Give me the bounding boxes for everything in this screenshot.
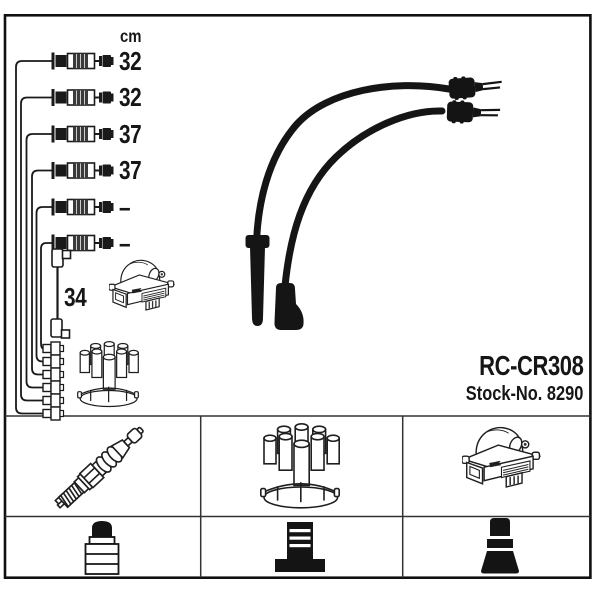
stock-number: Stock-No. 8290 [465, 383, 583, 405]
plug-end-connectors [50, 51, 115, 253]
cable-1 [253, 82, 453, 246]
outer-frame [3, 14, 592, 580]
product-code: RC-CR308 [478, 350, 584, 381]
terminal-1 [447, 72, 504, 102]
spark-plug-icon [51, 421, 149, 515]
wire-routing-lines [15, 60, 53, 415]
plug-terminal-icon [84, 521, 120, 575]
cable-2 [281, 107, 446, 290]
boot-elbow [274, 283, 304, 330]
legend-grid-lines [5, 415, 591, 578]
cable-length-5: – [119, 192, 131, 222]
unit-header: cm [120, 26, 142, 46]
coil-wire-length: 34 [64, 282, 87, 312]
ignition-coil-icon [462, 426, 541, 488]
product-photo [245, 72, 504, 330]
cable-length-1: 32 [119, 46, 142, 76]
distributor-cap-icon [260, 423, 340, 509]
cable-length-2: 32 [119, 82, 142, 112]
coil-wire-symbol [50, 248, 72, 339]
distributor-end-connectors [42, 341, 65, 421]
terminal-2 [445, 98, 502, 126]
ignition-coil-drawing [109, 259, 175, 311]
boot-straight [245, 235, 270, 326]
distributor-terminal-icon [275, 522, 325, 572]
distributor-cap-drawing [77, 341, 139, 408]
plug-boot-icon [481, 518, 519, 574]
cable-schematic [15, 51, 115, 421]
cable-length-6: – [119, 228, 131, 258]
cable-length-4: 37 [119, 155, 142, 185]
cable-length-3: 37 [119, 119, 142, 149]
